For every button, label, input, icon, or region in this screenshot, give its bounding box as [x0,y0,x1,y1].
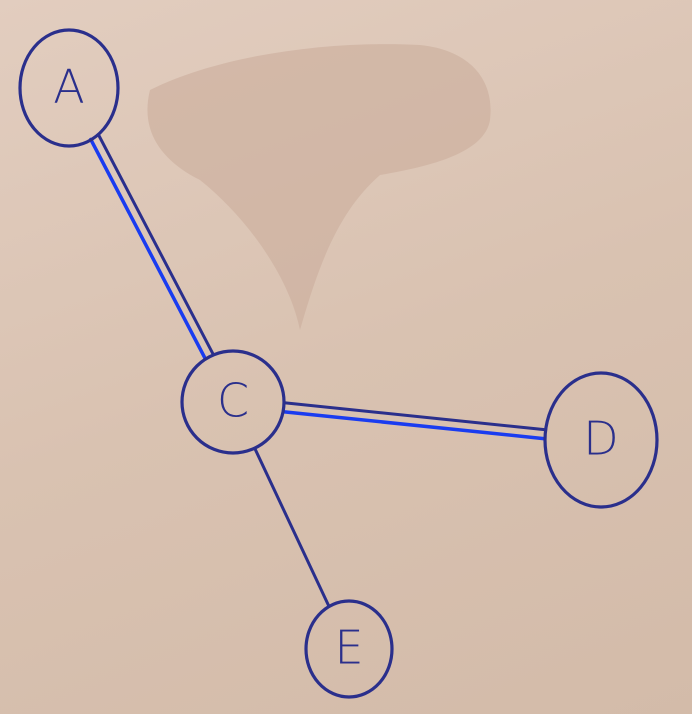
edge-c-e [253,446,331,608]
edge-ink-line [253,446,331,608]
node-circle [304,599,394,699]
edge-highlight-line [89,137,208,361]
node-circle [180,349,286,455]
node-d: D [543,371,659,509]
node-circle [18,28,120,148]
edge-highlight-line [281,409,547,441]
node-circle [543,371,659,509]
edge-ink-line [282,401,548,432]
edge-ink-line [97,133,215,357]
node-label: E [334,621,363,675]
edges-layer [89,133,548,608]
node-c: C [180,349,286,455]
node-a: A [18,28,120,148]
node-label: D [583,412,618,466]
erased-smudge [147,44,491,330]
edge-c-d [281,401,548,441]
nodes-layer: A C D E [18,28,659,699]
node-label: C [217,374,249,428]
node-label: A [53,60,84,114]
edge-a-c [89,133,215,361]
node-e: E [304,599,394,699]
